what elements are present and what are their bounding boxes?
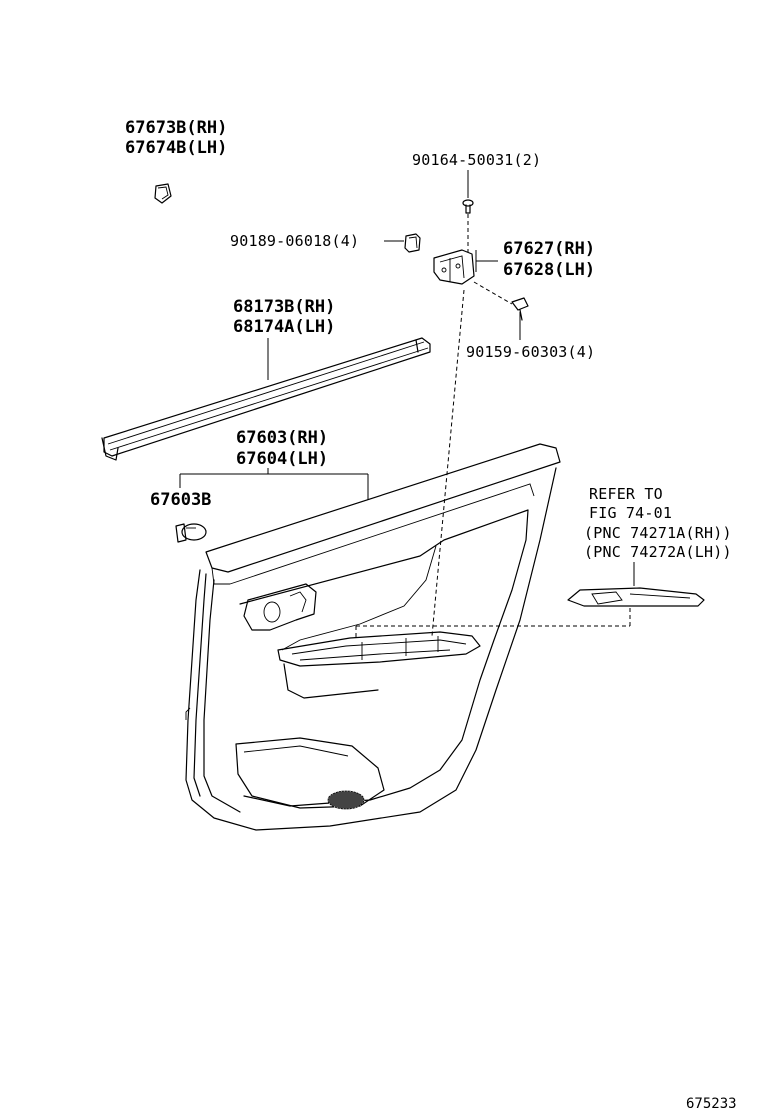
label-screw-right: 90159-60303(4) [466,343,595,361]
label-refer-line1: REFER TO [589,485,663,503]
panel-clip-part [175,523,207,543]
label-refer-line2: FIG 74-01 [589,504,672,522]
label-refer-line4: (PNC 74272A(LH)) [584,543,732,561]
label-panel-clip: 67603B [150,490,211,510]
label-refer-line3: (PNC 74271A(RH)) [584,524,732,542]
window-switch-bezel-part [567,587,705,607]
label-weatherstrip-lh: 68174A(LH) [233,317,335,337]
nut-part [404,233,421,253]
label-clip-lh: 67674B(LH) [125,138,227,158]
screw-top-part [462,199,474,214]
label-weatherstrip-rh: 68173B(RH) [233,297,335,317]
label-bracket-lh: 67628(LH) [503,260,595,280]
assembly-dashed-lines [355,214,631,640]
figure-number: 675233 [686,1096,737,1112]
bracket-part [433,249,475,285]
label-screw-top: 90164-50031(2) [412,151,541,169]
label-bracket-rh: 67627(RH) [503,239,595,259]
label-nut: 90189-06018(4) [230,232,359,250]
leader-lines [179,170,635,586]
clip-part [154,183,172,204]
label-panel-rh: 67603(RH) [236,428,328,448]
screw-right-part [511,297,529,321]
label-clip-rh: 67673B(RH) [125,118,227,138]
label-panel-lh: 67604(LH) [236,449,328,469]
weatherstrip-part [101,337,431,461]
door-trim-panel [185,443,561,831]
